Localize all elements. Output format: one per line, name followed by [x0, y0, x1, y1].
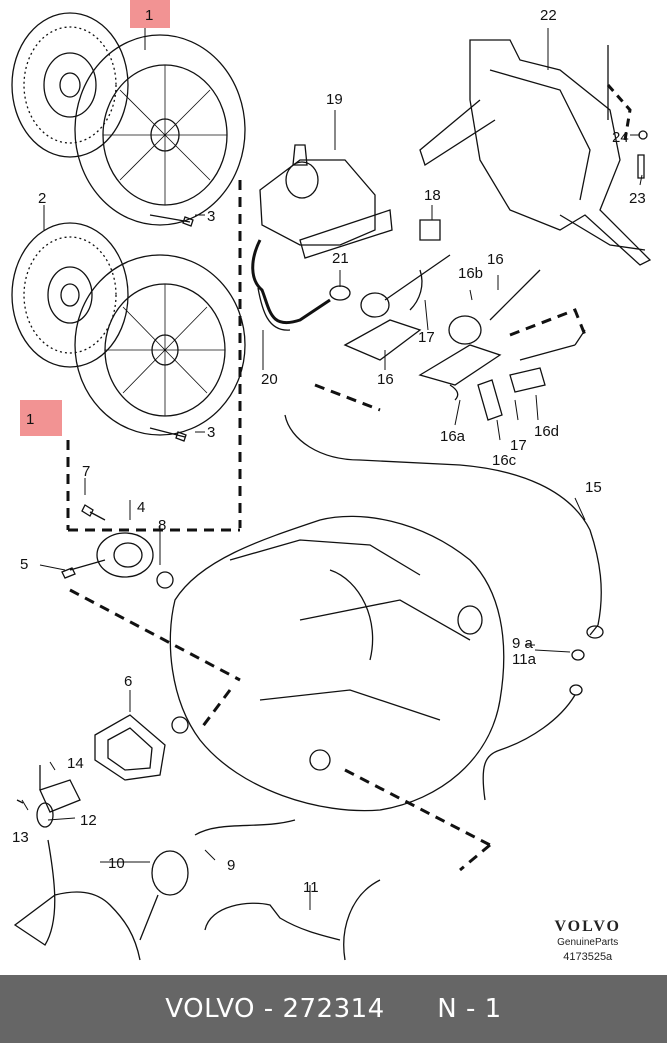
label-11: 11 — [303, 879, 319, 896]
footer-part-number: 272314 — [282, 994, 385, 1024]
label-1-top: 1 — [145, 7, 153, 24]
master-cylinder-16-right[interactable] — [418, 269, 541, 386]
concentric-slave-10[interactable] — [151, 850, 189, 896]
label-16d: 16d — [534, 423, 559, 440]
clutch-disc-top[interactable] — [11, 12, 129, 158]
label-14: 14 — [67, 755, 84, 772]
clutch-pipe-15b[interactable] — [482, 694, 576, 801]
label-18: 18 — [424, 187, 441, 204]
label-16: 16 — [377, 371, 394, 388]
label-1-top-highlight — [130, 0, 170, 28]
footer-gap — [385, 994, 438, 1024]
label-22: 22 — [540, 7, 557, 24]
bolt-23[interactable] — [637, 154, 645, 179]
pedal-box-22[interactable] — [419, 39, 652, 266]
cover-plate-6[interactable] — [94, 714, 166, 781]
label-19: 19 — [326, 91, 343, 108]
label-3-top: 3 — [207, 208, 215, 225]
label-9: 9 — [227, 857, 235, 874]
label-15: 15 — [585, 479, 602, 496]
label-16c: 16c — [492, 452, 517, 469]
label-16-right: 16 — [487, 251, 504, 268]
footer-separator: - — [255, 994, 283, 1024]
exploded-parts-diagram: 1 2 3 1 3 7 4 8 5 6 14 12 13 10 9 11 15 … — [11, 0, 652, 961]
bracket-16c[interactable] — [477, 379, 503, 421]
label-7: 7 — [82, 463, 90, 480]
pipe-dashed-right — [509, 308, 587, 337]
label-20: 20 — [261, 371, 278, 388]
label-1-mid-highlight — [20, 400, 62, 436]
reservoir-hose-20[interactable] — [251, 239, 331, 325]
gearbox-housing — [169, 515, 505, 812]
label-16a: 16a — [440, 428, 466, 445]
clutch-disc-mid[interactable] — [11, 222, 129, 368]
label-10: 10 — [108, 855, 125, 872]
label-17-left: 17 — [418, 329, 435, 346]
assembly-dashed-outline — [66, 180, 242, 532]
label-6: 6 — [124, 673, 132, 690]
genuine-parts-text: GenuineParts — [557, 937, 619, 948]
gearbox-dashed-outline — [69, 588, 491, 872]
pipe-dashed-left — [314, 383, 381, 412]
clutch-pipe-15[interactable] — [284, 414, 602, 636]
pressure-plate-mid[interactable] — [74, 254, 246, 436]
volvo-logo: VOLVO — [554, 918, 621, 935]
label-11a: 11a — [512, 651, 537, 668]
bolt-3-mid[interactable] — [149, 427, 187, 442]
footer-brand: VOLVO — [165, 994, 256, 1024]
bolt-7[interactable] — [81, 504, 106, 521]
sensor-16d[interactable] — [509, 367, 546, 393]
diagram-code: 4173525a — [563, 951, 613, 963]
label-12: 12 — [80, 812, 97, 829]
clutch-pipe-9[interactable] — [194, 819, 296, 836]
retaining-clip-16a[interactable] — [449, 384, 459, 401]
reservoir-19[interactable] — [259, 144, 393, 259]
pressure-plate-top[interactable] — [74, 34, 246, 226]
label-1-mid: 1 — [26, 411, 34, 428]
clip-18[interactable] — [419, 219, 441, 241]
volvo-brand-block: VOLVO GenuineParts 4173525a — [554, 918, 621, 963]
label-16b: 16b — [458, 265, 483, 282]
label-13: 13 — [12, 829, 29, 846]
label-17-right: 17 — [510, 437, 527, 454]
release-bearing[interactable] — [61, 532, 154, 579]
label-5: 5 — [20, 556, 28, 573]
label-3-mid: 3 — [207, 424, 215, 441]
pedal-dashed — [606, 84, 632, 141]
label-24: 24 — [612, 129, 629, 146]
hose-clamp-21[interactable] — [329, 285, 351, 301]
master-cylinder-16[interactable] — [343, 254, 451, 361]
bolt-3-top[interactable] — [149, 214, 194, 227]
seal-ring-8[interactable] — [156, 571, 174, 589]
label-21: 21 — [332, 250, 349, 267]
label-23: 23 — [629, 190, 646, 207]
label-4: 4 — [137, 499, 145, 516]
part-footer-bar: VOLVO - 272314 N - 1 — [0, 975, 667, 1043]
label-8: 8 — [158, 517, 166, 534]
clutch-hose-11[interactable] — [204, 879, 381, 961]
clutch-hose-10[interactable] — [13, 839, 141, 961]
footer-quantity: N - 1 — [437, 994, 502, 1024]
bushing-24[interactable] — [638, 130, 648, 140]
label-9a: 9 a — [512, 635, 534, 652]
slave-cylinder-12[interactable] — [16, 765, 81, 828]
label-2: 2 — [38, 190, 46, 207]
